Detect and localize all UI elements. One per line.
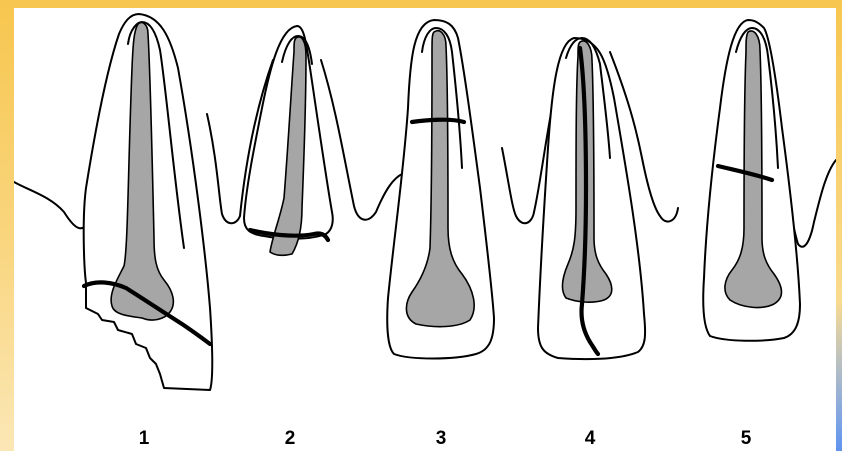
tooth-label-4: 4 xyxy=(575,428,605,450)
tooth-label-5: 5 xyxy=(731,428,761,450)
edge-accent xyxy=(836,300,842,451)
tooth-fracture-diagram xyxy=(14,8,836,451)
tooth-2 xyxy=(244,26,333,255)
tooth-3 xyxy=(387,20,494,359)
tooth-5 xyxy=(703,20,800,341)
diagram-canvas: 1 2 3 4 5 xyxy=(14,8,836,451)
tooth-label-3: 3 xyxy=(426,428,456,450)
tooth-label-2: 2 xyxy=(275,428,305,450)
tooth-1 xyxy=(84,14,213,390)
tooth-4 xyxy=(538,38,645,359)
tooth-3-fracture xyxy=(412,120,464,122)
tooth-label-1: 1 xyxy=(129,428,159,450)
